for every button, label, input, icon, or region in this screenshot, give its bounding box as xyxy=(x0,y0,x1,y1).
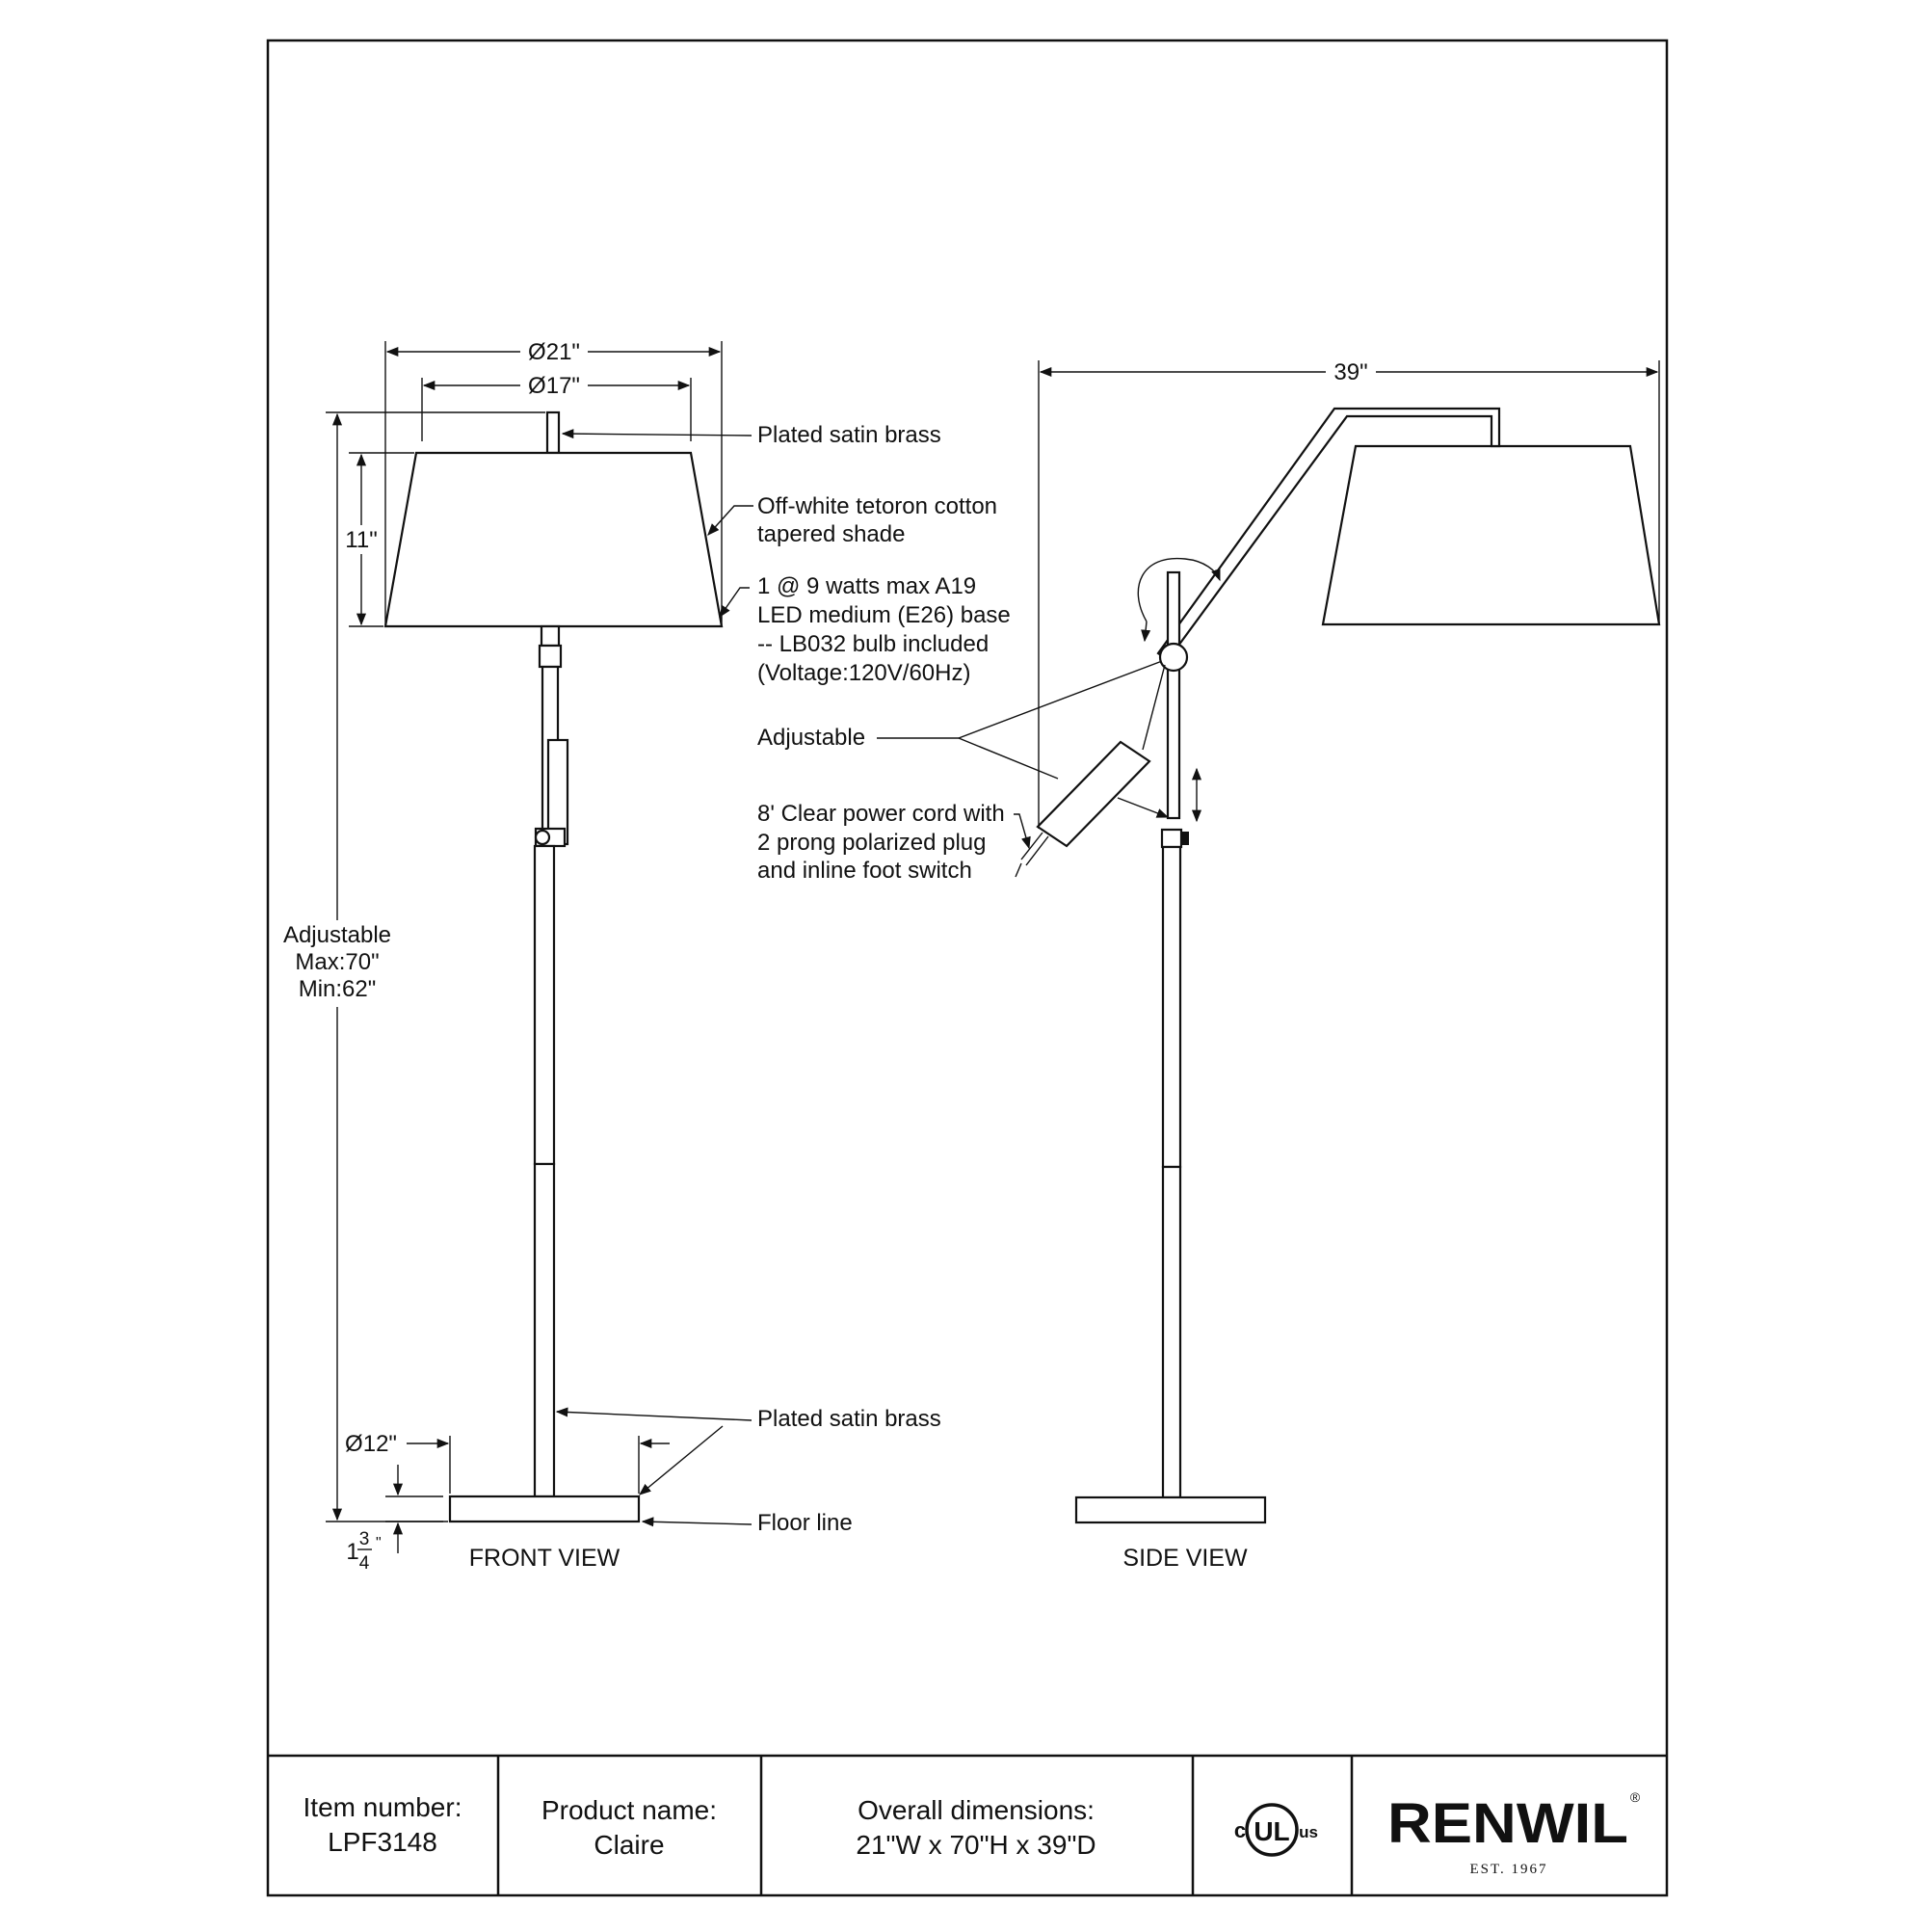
overall-dimensions-label: Overall dimensions: xyxy=(858,1795,1095,1825)
renwil-logo-icon: RENWIL ® EST. 1967 xyxy=(1387,1789,1641,1877)
side-stem-lower-section xyxy=(1161,1165,1182,1499)
side-stem-upper-section xyxy=(1161,845,1182,1169)
front-dimensions: Ø21" Ø17" 11" Adjustable Max:70" Min:62"… xyxy=(275,335,723,1574)
item-number-label: Item number: xyxy=(304,1792,462,1822)
cert-ul: UL xyxy=(1254,1816,1289,1846)
front-view-title: FRONT VIEW xyxy=(469,1545,620,1572)
dim-height-min: Min:62" xyxy=(299,976,377,1002)
cert-c: c xyxy=(1234,1818,1246,1842)
brand-name: RENWIL xyxy=(1387,1792,1628,1855)
front-shade xyxy=(383,451,724,628)
dim-shade-inner: Ø17" xyxy=(528,373,580,399)
title-block: Item number: LPF3148 Product name: Clair… xyxy=(304,1756,1641,1895)
brand-established: EST. 1967 xyxy=(1469,1862,1547,1877)
cert-us: us xyxy=(1299,1823,1318,1841)
dim-shade-height: 11" xyxy=(345,527,377,553)
callout-base-finish: Plated satin brass xyxy=(757,1406,941,1432)
callout-floor-line: Floor line xyxy=(757,1510,853,1536)
callout-adjustable: Adjustable xyxy=(757,725,865,751)
callout-bulb-line1: 1 @ 9 watts max A19 xyxy=(757,573,976,599)
side-power-cord xyxy=(1020,832,1049,866)
front-base xyxy=(448,1495,641,1523)
dim-base-height-denominator: 4 xyxy=(359,1553,370,1574)
side-collar-knob xyxy=(1181,832,1189,845)
dim-depth: 39" xyxy=(1333,359,1367,385)
callout-finial: Plated satin brass xyxy=(757,422,941,448)
dim-base-height-inch: " xyxy=(376,1535,382,1551)
front-stem-upper-section xyxy=(533,844,556,1166)
callout-shade-line1: Off-white tetoron cotton xyxy=(757,493,997,519)
callout-cord-line3: and inline foot switch xyxy=(757,858,972,884)
front-view-drawing xyxy=(383,410,724,1523)
callout-bulb-line3: -- LB032 bulb included xyxy=(757,631,989,657)
side-view-title: SIDE VIEW xyxy=(1122,1545,1248,1572)
dim-base-height-numerator: 3 xyxy=(359,1529,370,1549)
front-stem-lower-section xyxy=(533,1162,556,1498)
front-socket xyxy=(540,624,561,648)
item-number-value: LPF3148 xyxy=(328,1827,437,1857)
front-callouts: Plated satin brass Off-white tetoron cot… xyxy=(555,422,1179,1536)
callout-bulb-line2: LED medium (E26) base xyxy=(757,602,1011,628)
product-name-label: Product name: xyxy=(541,1795,717,1825)
callout-cord-line2: 2 prong polarized plug xyxy=(757,830,987,856)
overall-dimensions-value: 21"W x 70"H x 39"D xyxy=(856,1830,1095,1860)
callout-bulb-line4: (Voltage:120V/60Hz) xyxy=(757,660,970,686)
side-shade xyxy=(1321,444,1661,626)
dim-base-height-whole: 1 xyxy=(346,1539,358,1565)
front-finial xyxy=(545,410,561,455)
side-collar xyxy=(1160,828,1183,849)
callout-cord-line1: 8' Clear power cord with xyxy=(757,801,1005,827)
side-upper-stem xyxy=(1166,570,1181,820)
side-view-drawing: 39" xyxy=(1015,357,1661,1524)
brand-registered-mark: ® xyxy=(1630,1789,1641,1805)
dim-height-max: Max:70" xyxy=(295,949,379,975)
dim-base-diameter: Ø12" xyxy=(345,1431,397,1457)
rotation-arrow-icon xyxy=(1137,557,1221,622)
callout-shade-line2: tapered shade xyxy=(757,521,905,547)
dim-shade-outer: Ø21" xyxy=(528,339,580,365)
side-base xyxy=(1074,1495,1267,1524)
side-pivot-knob xyxy=(1158,642,1189,673)
product-name-value: Claire xyxy=(594,1830,664,1860)
dim-height-label: Adjustable xyxy=(283,922,391,948)
front-socket-collar xyxy=(538,644,563,669)
ul-listed-mark-icon: c UL us xyxy=(1234,1803,1318,1857)
side-counterweight xyxy=(1036,740,1151,848)
front-pivot-knob xyxy=(534,829,551,846)
sheet-border xyxy=(266,39,1669,1897)
